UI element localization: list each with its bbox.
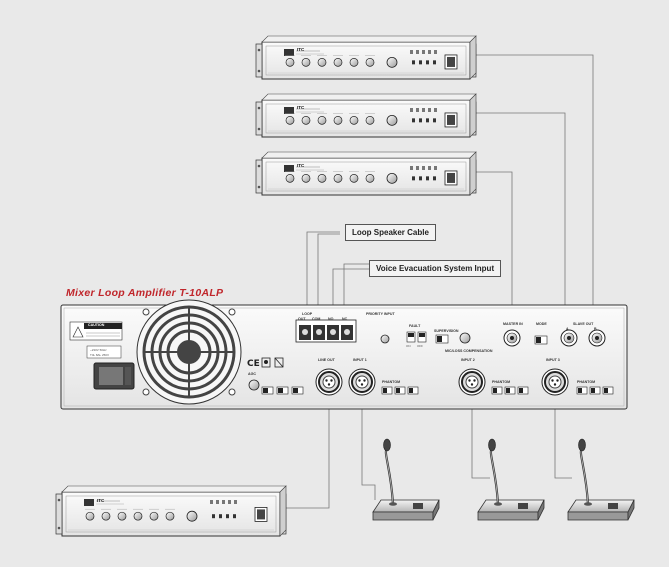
slave-b-text: B	[594, 327, 597, 331]
fan-grille	[136, 299, 242, 405]
microphone-2	[477, 438, 545, 521]
wire-evac-2	[343, 263, 370, 315]
wire-input3	[554, 395, 572, 479]
rack-brand-2: ITC	[297, 105, 305, 110]
terminal-no: NO	[328, 317, 334, 321]
wire-lineout	[280, 395, 330, 509]
fault-text: FAULT	[409, 324, 421, 328]
wire-evac-1	[332, 268, 370, 315]
agc-switches	[261, 386, 304, 395]
terminal-nc: NC	[342, 317, 348, 321]
terminal-out: OUT	[298, 317, 306, 321]
slave-out-text: SLAVE OUT	[573, 322, 594, 326]
priority-input-text: PRIORITY INPUT	[366, 312, 395, 316]
input-3-xlr	[541, 368, 569, 396]
slave-rack-1	[255, 35, 477, 80]
line-out-xlr	[315, 368, 343, 396]
rack-brand-3: ITC	[297, 163, 305, 168]
input-2-xlr	[458, 368, 486, 396]
supervision-text: SUPERVISION	[434, 329, 459, 333]
wire-loop-2	[317, 233, 340, 315]
phantom-switches	[381, 386, 614, 395]
paging-microphones	[372, 438, 635, 521]
svg-text:CE: CE	[247, 359, 260, 369]
mode-text: MODE	[536, 322, 547, 326]
phantom-2-text: PHANTOM	[492, 380, 511, 384]
fuse-text: T4L 8AL 250V	[90, 353, 109, 357]
voltage-text: ~230V 50Hz	[90, 348, 107, 352]
wiring-lines	[280, 54, 594, 509]
loop-text: LOOP	[302, 312, 313, 316]
certification-icons: CE	[247, 357, 284, 369]
input-2-text: INPUT 2	[461, 358, 475, 362]
slave-a-text: A	[566, 327, 569, 331]
caution-text: CAUTION	[88, 323, 105, 327]
fault-switches	[406, 331, 427, 343]
master-rack	[55, 485, 287, 537]
diagram-title: Mixer Loop Amplifier T-10ALP	[66, 287, 224, 299]
slave-rack-3	[255, 151, 477, 196]
wire-input2	[471, 395, 490, 479]
fault-off: OFF	[417, 344, 423, 348]
microphone-3	[567, 438, 635, 521]
input-3-text: INPUT 3	[546, 358, 560, 362]
fault-on: ON	[406, 344, 411, 348]
agc-knob	[248, 379, 260, 391]
input-1-text: INPUT 1	[353, 358, 367, 362]
terminal-com: COM	[312, 317, 321, 321]
line-out-text: LINE OUT	[318, 358, 335, 362]
master-slave-jacks	[503, 329, 606, 347]
priority-input-jack	[380, 334, 390, 344]
wire-rack2-slave	[470, 112, 566, 330]
loop-speaker-cable-label: Loop Speaker Cable	[345, 224, 436, 241]
loop-terminal-block	[295, 319, 357, 343]
wire-loop-1	[306, 231, 340, 315]
wire-input1	[361, 395, 376, 500]
rack-brand-1: ITC	[297, 47, 305, 52]
main-amplifier-rear-panel: CE	[60, 299, 628, 410]
xlr-connectors	[315, 368, 569, 396]
master-in-text: MASTER IN	[503, 322, 523, 326]
mic-loss-knob	[459, 332, 471, 344]
phantom-1-text: PHANTOM	[382, 380, 401, 384]
voice-evacuation-label: Voice Evacuation System Input	[369, 260, 502, 277]
microphone-1	[372, 438, 440, 521]
phantom-3-text: PHANTOM	[577, 380, 596, 384]
input-1-xlr	[348, 368, 376, 396]
wire-rack3-master	[470, 171, 513, 330]
rack-brand-4: ITC	[97, 498, 105, 503]
mic-loss-text: MIC/LOSS COMPENSATION	[445, 349, 493, 353]
wire-rack1-slave-a	[470, 54, 594, 330]
slave-rack-2	[255, 93, 477, 138]
agc-text: AGC	[248, 372, 256, 376]
slave-racks	[255, 35, 477, 196]
bottom-rack-unit	[55, 485, 287, 537]
